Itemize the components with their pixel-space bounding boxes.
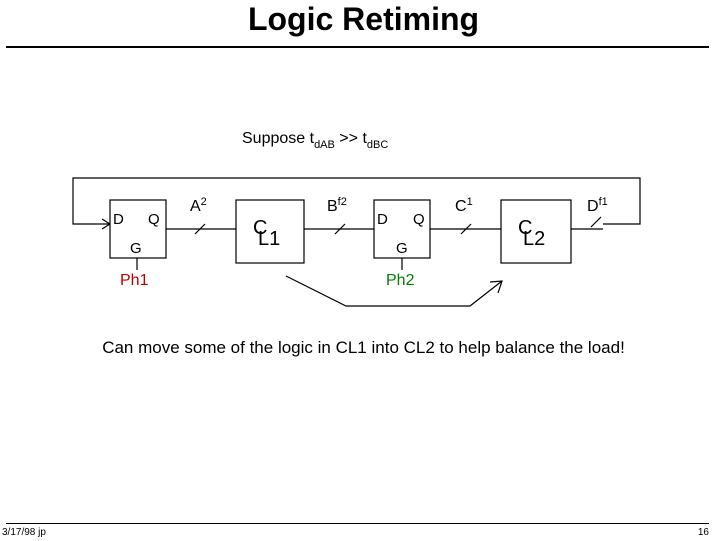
suppose-formula: Suppose tdAB >> tdBC: [242, 130, 388, 151]
latch-2-q: Q: [413, 211, 425, 228]
footer-date: 3/17/98 jp: [2, 527, 46, 538]
signal-a-label: A2: [190, 196, 207, 215]
latch-1-g: G: [130, 240, 142, 257]
slide-title: Logic Retiming: [247, 1, 480, 37]
wire-c-bus-slash: [460, 223, 472, 235]
formula-mid: >> t: [335, 130, 368, 147]
combinational-logic-1: [235, 199, 305, 264]
footer-rule: [6, 523, 709, 524]
formula-sub-dab: dAB: [314, 139, 335, 151]
combinational-logic-2: [500, 199, 572, 264]
latch-1-d: D: [113, 211, 124, 228]
cl2-c: C: [518, 217, 532, 239]
wire-a-bus-slash: [194, 223, 206, 235]
wire-b-bus-slash: [334, 223, 346, 235]
cl1-c: C: [253, 217, 267, 239]
formula-prefix: Suppose t: [242, 130, 315, 147]
cl1-l1: L1: [258, 228, 280, 250]
latch-2-d: D: [377, 211, 388, 228]
latch-1: [109, 199, 167, 259]
latch-2-g: G: [396, 240, 408, 257]
signal-d-label: Df1: [587, 196, 608, 215]
formula-sub-dbc: dBC: [367, 139, 388, 151]
move-logic-arrowhead: [489, 280, 503, 294]
ph2-label: Ph2: [386, 272, 415, 289]
footer-page-number: 16: [697, 527, 709, 538]
signal-b-label: Bf2: [327, 196, 347, 215]
latch-1-q: Q: [148, 211, 160, 228]
ph1-label: Ph1: [120, 272, 149, 289]
signal-c-label: C1: [455, 196, 473, 215]
feedback-wire: [72, 177, 641, 225]
explanation-text: Can move some of the logic in CL1 into C…: [102, 338, 625, 357]
move-logic-arrow: [285, 275, 503, 307]
title-rule: [6, 46, 709, 48]
cl2-l2: L2: [523, 228, 545, 250]
wire-d-bus-slash: [590, 216, 602, 228]
